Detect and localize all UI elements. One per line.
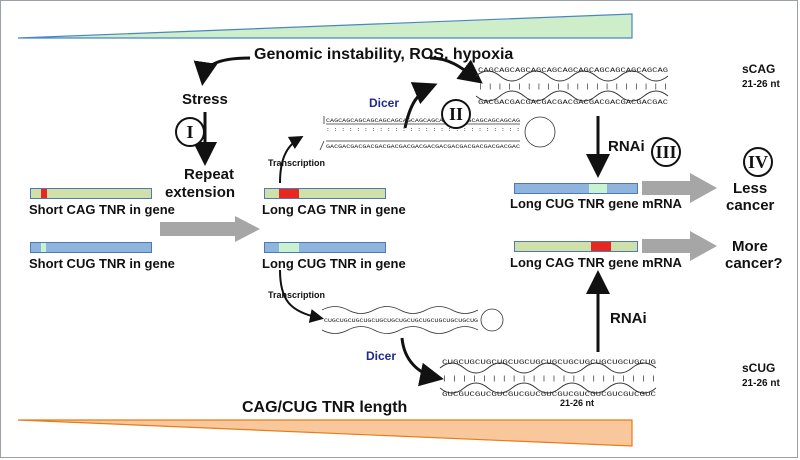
cag-hairpin (319, 116, 556, 151)
long-cag-bar (264, 188, 386, 199)
rnai-top-label: RNAi (608, 138, 645, 155)
svg-text:CAGCAGCAGCAGCAGCAGCAGCAGCAGCAG: CAGCAGCAGCAGCAGCAGCAGCAGCAGCAGCAGCAGCAGC… (326, 118, 520, 124)
long-cug-repeat (279, 243, 299, 252)
svg-text:GACGACGACGACGACGACGACGACGACGAC: GACGACGACGACGACGACGACGACGACGACGACGACGACG… (326, 144, 520, 150)
short-cug-bar (30, 242, 152, 253)
roman-ii: II (441, 99, 471, 129)
repeat-label-line2: extension (165, 184, 236, 201)
short-cag-bar (30, 188, 152, 199)
header-label: Genomic instability, ROS, hypoxia (254, 46, 514, 63)
repeat-label-line1: Repeat (183, 166, 235, 183)
long-cug-bar (264, 242, 386, 253)
svg-text:CUGCUGCUGCUGCUGCUGCUGCUGCUGCUG: CUGCUGCUGCUGCUGCUGCUGCUGCUGCUGCUGCUGCUG (324, 318, 478, 324)
arrow-to-stress (193, 56, 251, 86)
rnai-bottom-label: RNAi (610, 310, 647, 327)
arrow-dicer-bottom (400, 337, 444, 387)
svg-text:CUGCUGCUGCUGCUGCUGCUGCUGCUGCUG: CUGCUGCUGCUGCUGCUGCUGCUGCUGCUGCUGCUGCUG (442, 359, 657, 366)
more-label-line1: More (732, 238, 768, 255)
long-cug-mrna-repeat (589, 184, 607, 193)
transcription-bottom-label: Transcription (268, 290, 326, 300)
scug-name: sCUG (742, 361, 776, 375)
dicer-bottom-label: Dicer (366, 349, 397, 363)
svg-text:CAGCAGCAGCAGCAGCAGCAGCAGCAGCAG: CAGCAGCAGCAGCAGCAGCAGCAGCAGCAGCAGCAG (478, 67, 669, 74)
short-cug-label: Short CUG TNR in gene (29, 256, 175, 271)
long-cag-mrna-label: Long CAG TNR gene mRNA (510, 255, 682, 270)
bottom-wedge (17, 419, 633, 447)
long-cug-mrna-label: Long CUG TNR gene mRNA (510, 196, 682, 211)
dicer-top-label: Dicer (369, 96, 400, 110)
roman-i: I (175, 117, 205, 147)
long-cug-label: Long CUG TNR in gene (262, 256, 406, 271)
arrow-to-scag (429, 56, 483, 84)
scag-duplex (475, 70, 669, 102)
gray-arrow-more (642, 231, 717, 261)
long-cag-label: Long CAG TNR in gene (262, 202, 406, 217)
scag-bases: CAGCAGCAGCAGCAGCAGCAGCAGCAGCAGCAGCAG | |… (478, 67, 669, 106)
svg-text:| | | | | | | | | | | | | | |: | | | | | | | | | | | | | | | | | | | | … (442, 375, 656, 382)
scug-bases: CUGCUGCUGCUGCUGCUGCUGCUGCUGCUGCUGCUGCUG … (442, 359, 657, 398)
transcription-top-label: Transcription (268, 158, 326, 168)
less-label-line1: Less (733, 180, 768, 197)
long-cag-mrna-repeat (591, 242, 611, 251)
svg-text:| | | | | | | | | | | | | | |: | | | | | | | | | | | | | | | | | | | | (478, 83, 668, 90)
scug-duplex (439, 362, 657, 394)
scag-length: 21-26 nt (742, 79, 780, 90)
scug-length: 21-26 nt (742, 378, 780, 389)
arrow-transcription-top (279, 136, 304, 184)
svg-text:GACGACGACGACGACGACGACGACGACGAC: GACGACGACGACGACGACGACGACGACGACGACGAC (478, 99, 669, 106)
scag-name: sCAG (742, 62, 776, 76)
long-cag-mrna-bar (514, 241, 638, 252)
long-cag-repeat (279, 189, 299, 198)
svg-text:: : : : : : : : : : : : : : :: : : : : : : : : : : : : : : : : : : : : … (326, 127, 520, 133)
svg-text:GUCGUCGUCGUCGUCGUCGUCGUCGUCGUC: GUCGUCGUCGUCGUCGUCGUCGUCGUCGUCGUCGUCGUC (442, 391, 657, 398)
top-wedge (17, 13, 633, 39)
short-cag-repeat (41, 189, 47, 198)
footer-label: CAG/CUG TNR length (242, 399, 408, 416)
arrow-transcription-bottom (279, 269, 324, 323)
roman-iii: III (651, 137, 681, 167)
cug-hairpin-bases: CUGCUGCUGCUGCUGCUGCUGCUGCUGCUGCUGCUGCUG (324, 318, 478, 324)
cug-hairpin (321, 306, 504, 334)
more-label-line2: cancer? (725, 255, 783, 272)
cag-hairpin-bases: CAGCAGCAGCAGCAGCAGCAGCAGCAGCAGCAGCAGCAGC… (326, 118, 520, 150)
stress-label: Stress (182, 91, 228, 108)
arrow-dicer-top (403, 82, 438, 129)
short-cag-label: Short CAG TNR in gene (29, 202, 175, 217)
less-label-line2: cancer (726, 197, 775, 214)
gray-arrow-less (642, 173, 717, 203)
scug-duplex-length: 21-26 nt (560, 398, 595, 408)
long-cug-mrna-bar (514, 183, 638, 194)
roman-iv: IV (743, 147, 773, 177)
short-cug-repeat (41, 243, 46, 252)
gray-arrow-left (160, 216, 260, 242)
